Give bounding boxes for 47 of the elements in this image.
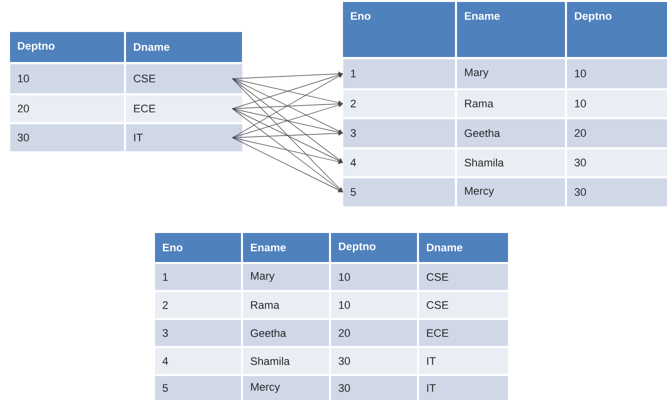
table-row: 10 CSE (10, 64, 242, 94)
table-row: 3 Geetha 20 (343, 119, 667, 148)
arrow (232, 101, 343, 109)
arrow (232, 72, 343, 109)
table-cell: Mary (243, 264, 329, 290)
table-cell: CSE (419, 292, 508, 318)
arrow (232, 108, 343, 192)
arrow (232, 102, 343, 138)
table-cell: ECE (419, 320, 508, 346)
table-cell: 30 (331, 376, 417, 400)
header-cell: Ename (243, 233, 329, 262)
header-cell: Dname (126, 32, 242, 62)
header-cell: Eno (155, 233, 241, 262)
table-cell: 10 (331, 292, 417, 318)
table-cell: 30 (331, 348, 417, 374)
header-cell: Deptno (567, 2, 667, 57)
table-cell: 20 (331, 320, 417, 346)
table-cell: CSE (419, 264, 508, 290)
header-cell: Deptno (331, 233, 417, 262)
table-cell: Shamila (243, 348, 329, 374)
arrow (232, 137, 343, 192)
header-cell: Dname (419, 233, 508, 262)
arrow (232, 78, 343, 192)
table-cell: IT (419, 348, 508, 374)
table-cell: 2 (155, 292, 241, 318)
arrow (232, 130, 343, 138)
table-row: 4 Shamila 30 (343, 149, 667, 176)
table-cell: 1 (155, 264, 241, 290)
table-cell: Rama (243, 292, 329, 318)
header-cell: Ename (457, 2, 565, 57)
table-row: 30 IT (10, 124, 242, 152)
arrow (232, 108, 343, 163)
table-cell: 3 (155, 320, 241, 346)
table-row: 5 Mercy 30 (343, 178, 667, 206)
arrow (232, 78, 343, 163)
table-cell: 5 (155, 376, 241, 400)
table-cell: IT (419, 376, 508, 400)
table-cell: 4 (155, 348, 241, 374)
table-row: 1 Mary 10 (343, 59, 667, 88)
header-cell: Eno (343, 2, 455, 57)
header-cell: Deptno (10, 32, 124, 62)
table-row: 2 Rama 10 (343, 90, 667, 118)
table-row: 20 ECE (10, 95, 242, 122)
arrow (232, 71, 343, 79)
table-cell: 10 (331, 264, 417, 290)
table-cell: Geetha (243, 320, 329, 346)
table-cell: Mercy (243, 376, 329, 400)
